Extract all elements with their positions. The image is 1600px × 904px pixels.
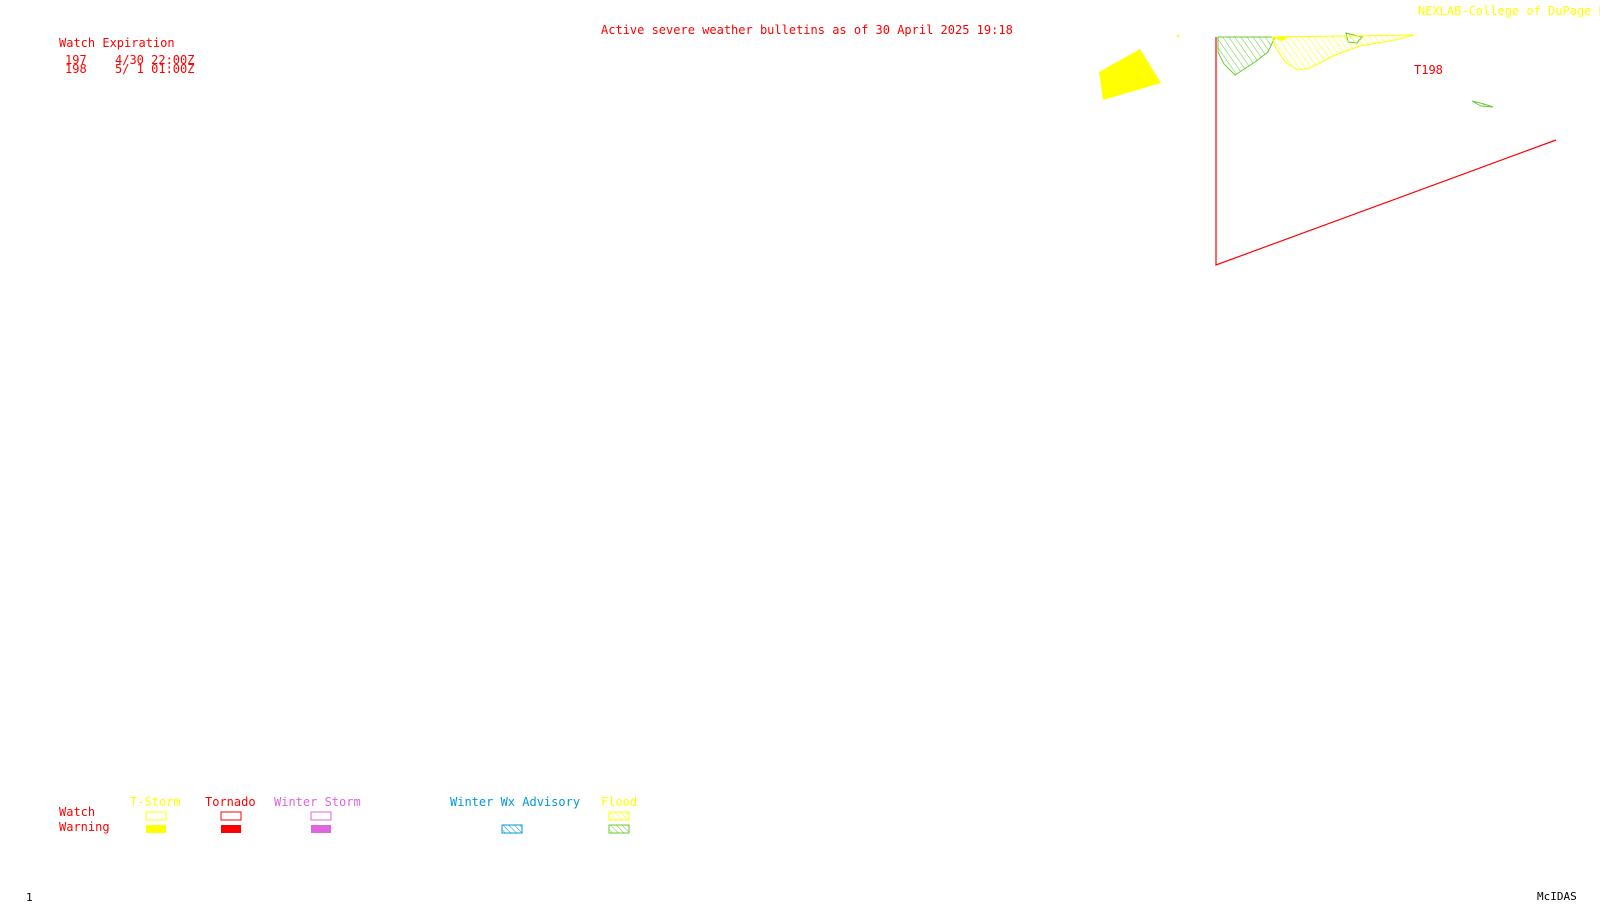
flood-warning-area [1217, 36, 1276, 76]
watch-id-198: 198 [65, 62, 87, 76]
legend-flood-watch-box [608, 811, 630, 821]
legend-winter-wx-advisory-label: Winter Wx Advisory [450, 795, 581, 809]
legend-tornado-watch-box [220, 811, 242, 821]
legend-winter-wx-advisory-box [501, 824, 523, 834]
legend-tornado-label: Tornado [205, 795, 256, 809]
watch-198-label: T198 [1414, 63, 1443, 77]
frame-number: 1 [26, 891, 33, 904]
legend-tstorm-warning-box [146, 825, 166, 833]
software-label: McIDAS [1537, 890, 1577, 903]
credit-text: NEXLAB-College of DuPage R [1418, 4, 1600, 18]
legend-tstorm-watch-box [145, 811, 167, 821]
flood-watch-area [1271, 34, 1415, 71]
legend-tornado-warning-box [221, 825, 241, 833]
tornado-watch-198-outline [1215, 37, 1557, 266]
tstorm-warning-polygon [1099, 49, 1161, 100]
legend-winter-storm-label: Winter Storm [274, 795, 361, 809]
legend-flood-warning-box [608, 824, 630, 834]
flood-warning-area [1471, 100, 1494, 108]
page-title: Active severe weather bulletins as of 30… [601, 23, 1013, 37]
legend-winter-storm-watch-box [310, 811, 332, 821]
flood-watch-area [1272, 36, 1290, 41]
watch-table-heading: Watch Expiration [59, 36, 175, 50]
tstorm-warning-speck [1177, 35, 1179, 37]
legend-row-watch-label: Watch [59, 805, 96, 819]
watch-expiry-198: 5/ 1 01:00Z [115, 62, 195, 76]
legend-row-warning-label: Warning [59, 820, 110, 834]
legend-tstorm-label: T-Storm [130, 795, 181, 809]
legend-flood-label: Flood [601, 795, 638, 809]
watch-expiry-197: 4/30 22:00Z [115, 53, 195, 67]
watch-id-197: 197 [65, 53, 87, 67]
legend-winter-storm-warning-box [311, 825, 331, 833]
